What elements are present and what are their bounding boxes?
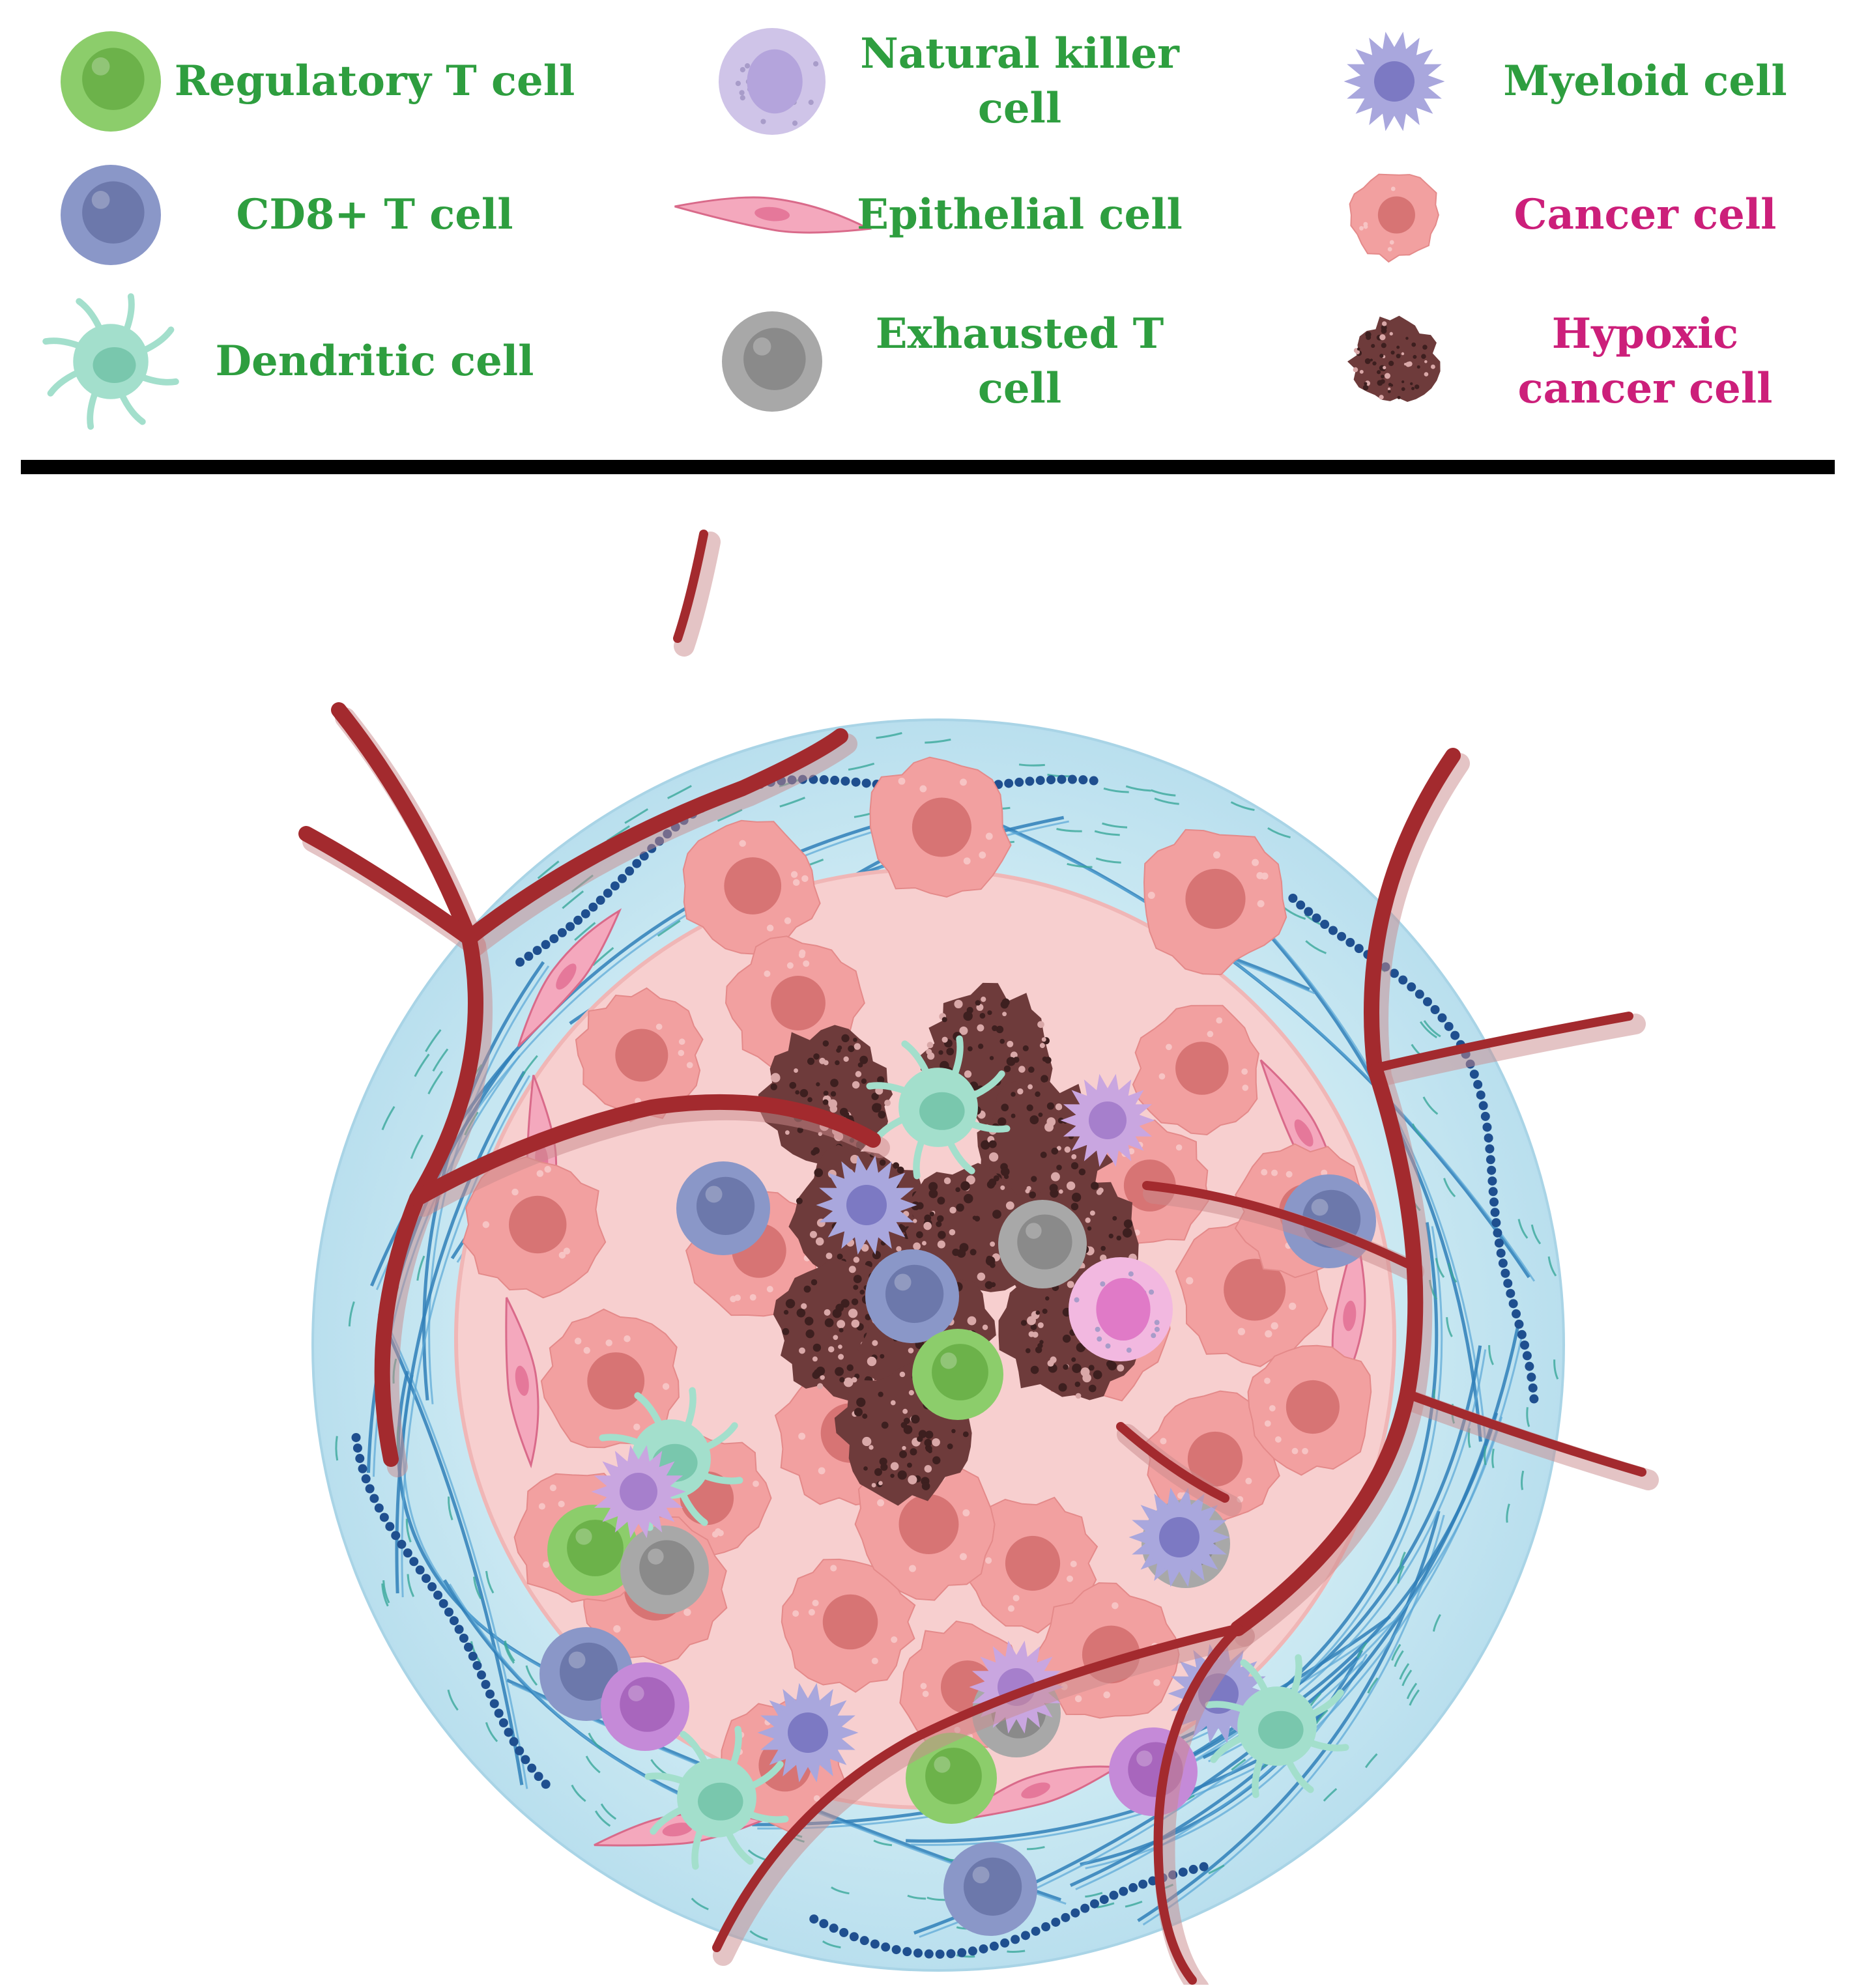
myeloid-cell (1128, 1487, 1230, 1587)
blood-vessel (331, 702, 483, 1467)
legend-label-dendritic: Dendritic cell (215, 337, 534, 386)
legend-cell-shape (42, 293, 179, 430)
legend-label-nk: Natural killer cell (860, 29, 1179, 133)
legend-cell-shape (722, 311, 822, 412)
epithelial-cell (505, 1297, 539, 1469)
cd8-t-cell (676, 1161, 770, 1255)
blood-vessel (1142, 1181, 1412, 1268)
natural-killer-cell (1069, 1257, 1173, 1361)
myeloid-cell (757, 1683, 859, 1783)
blood-vessels (298, 530, 1659, 1988)
cancer-cell (966, 1496, 1099, 1634)
cancer-cell (1143, 829, 1287, 976)
dendritic-cell (644, 1725, 789, 1870)
cancer-cell-icon (1349, 173, 1439, 263)
myeloid-cell (816, 1155, 917, 1255)
legend-cell-shape (1349, 173, 1439, 263)
cancer-cell (869, 756, 1012, 898)
legend-cell-shape (61, 31, 161, 132)
myeloid-cell (1060, 1073, 1155, 1167)
legend-label-hypoxic: Hypoxic cancer cell (1517, 309, 1773, 413)
dendritic-cell (866, 1035, 1011, 1180)
cancer-cell (781, 1558, 916, 1693)
legend-cell-shape (1347, 315, 1441, 402)
spiky-cell-icon (1343, 31, 1445, 132)
round-cell-icon (61, 31, 161, 132)
cancer-cell (575, 987, 704, 1123)
legend-cell-shape (719, 28, 826, 135)
spindle-cell-icon (674, 196, 872, 234)
blood-vessel (673, 530, 708, 643)
blood-vessel (409, 1094, 881, 1206)
round-cell-icon (61, 165, 161, 265)
blood-vessel (461, 728, 848, 946)
blood-vessel (1370, 1012, 1633, 1073)
myeloid-cell (601, 1662, 689, 1751)
myeloid-cell (591, 1445, 686, 1539)
regulatory-t-cell (906, 1733, 997, 1824)
blood-vessel (1153, 1624, 1243, 1985)
legend-label-treg: Regulatory T cell (174, 57, 575, 106)
regulatory-t-cell (912, 1329, 1003, 1420)
tumor-illustration (298, 530, 1659, 1988)
blood-vessel (712, 1624, 1243, 1952)
exhausted-t-cell (620, 1526, 709, 1614)
blood-vessel (1403, 1389, 1646, 1477)
cancer-cell (1247, 1344, 1372, 1476)
legend-label-cancer: Cancer cell (1514, 190, 1777, 239)
hypoxic-cell-icon (1347, 315, 1441, 402)
tumor-microenvironment-diagram (0, 482, 1853, 1988)
legend: Regulatory T cell Natural killer cell Myel… (0, 0, 1853, 456)
dendritic-cell-icon (42, 293, 179, 430)
exhausted-t-cell (998, 1200, 1087, 1288)
blood-vessel (298, 826, 477, 946)
legend-label-cd8: CD8+ T cell (236, 190, 513, 239)
immune-cells (539, 1035, 1376, 1936)
round-cell-icon (722, 311, 822, 412)
legend-divider (21, 460, 1835, 474)
legend-cell-shape (1343, 31, 1445, 132)
cd8-t-cell (943, 1842, 1037, 1936)
cancer-cell (682, 819, 821, 955)
epithelial-cell (517, 908, 622, 1047)
legend-cell-shape (674, 196, 872, 234)
cancer-cell (1144, 1390, 1282, 1522)
legend-cell-shape (61, 165, 161, 265)
cancer-cell (540, 1308, 680, 1449)
granular-cell-icon (719, 28, 826, 135)
cd8-t-cell (865, 1249, 959, 1343)
cancer-cell (1132, 1004, 1259, 1136)
blood-vessel (1230, 748, 1461, 1636)
cancer-cell (462, 1156, 607, 1299)
legend-label-myeloid: Myeloid cell (1503, 57, 1787, 106)
regulatory-t-cell (547, 1505, 639, 1596)
legend-label-epithelial: Epithelial cell (857, 190, 1183, 239)
dendritic-cell (1205, 1654, 1349, 1798)
legend-label-exhausted: Exhausted T cell (875, 309, 1164, 413)
blood-vessel (1116, 1422, 1229, 1503)
